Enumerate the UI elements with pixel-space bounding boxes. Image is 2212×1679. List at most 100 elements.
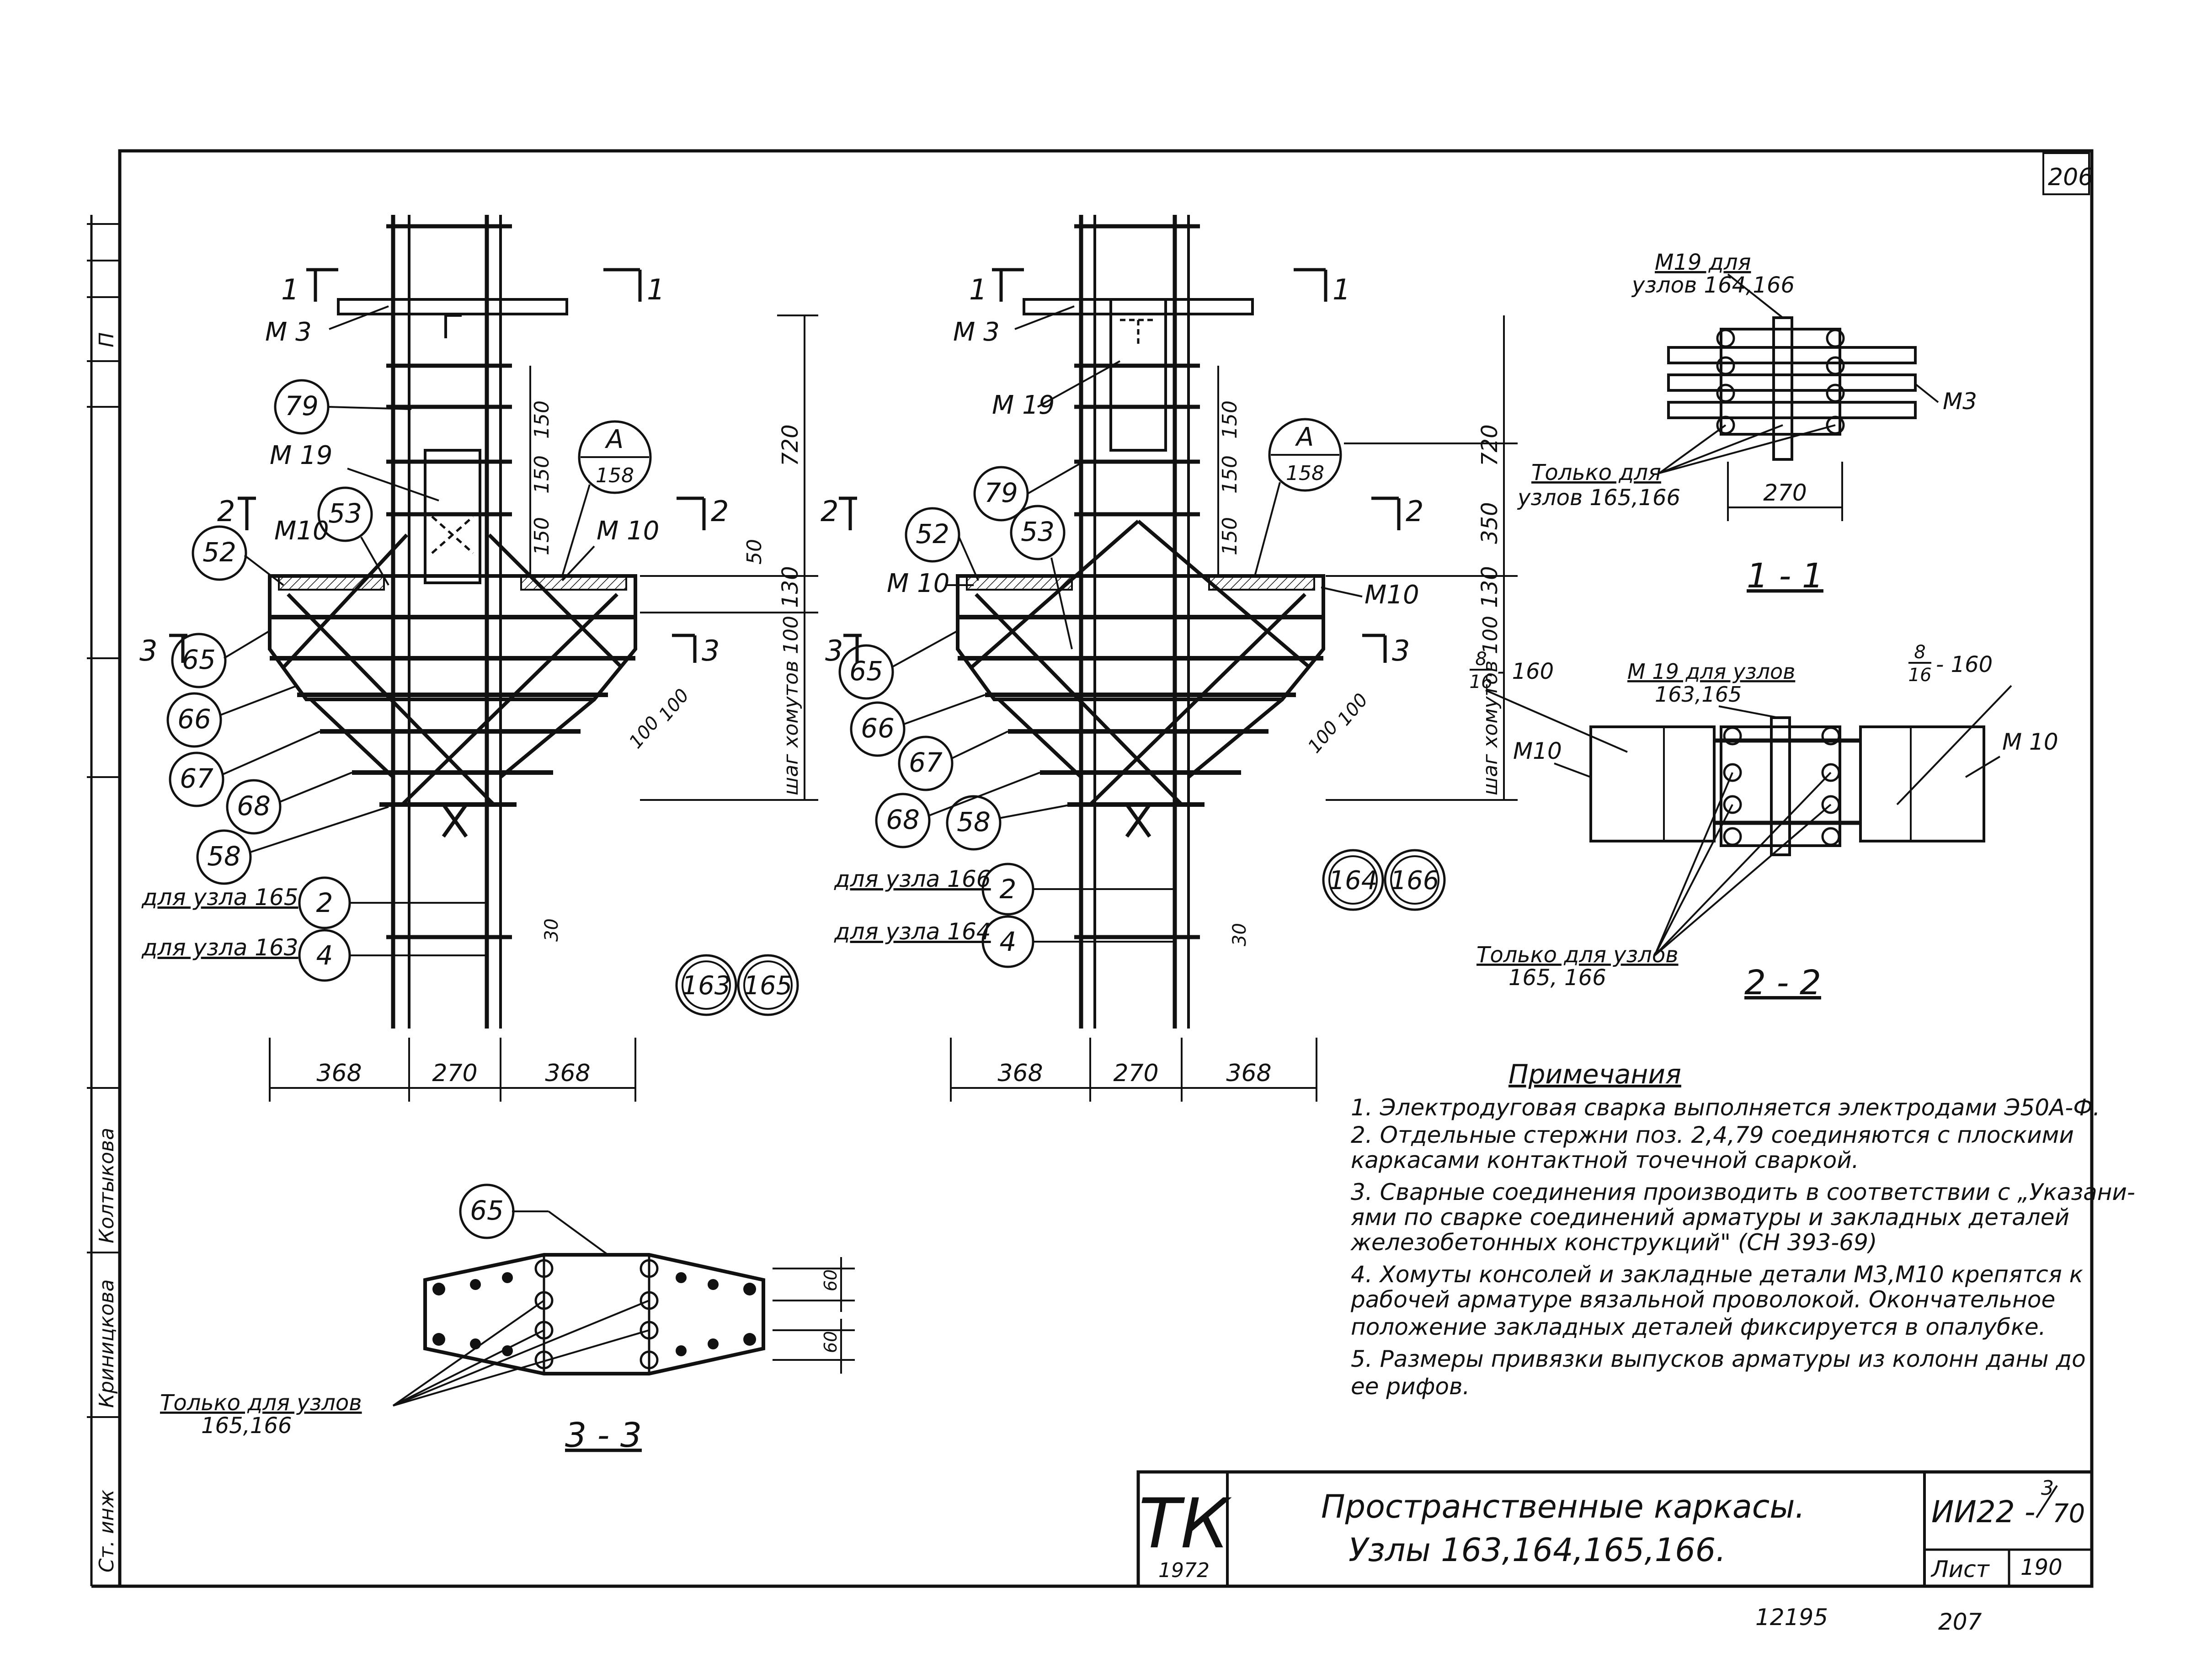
bubble-66: 66: [177, 704, 211, 735]
label-M19: М 19: [992, 390, 1055, 420]
bar4-note: для узла 163: [141, 934, 298, 961]
node-right-drawing: 1 1 2 2 3 3 М 3 М 19 М 10 М10 79 52 53 6…: [821, 215, 1518, 1102]
side-label-p: П: [95, 332, 118, 347]
note-line-4: 3. Сварные соединения производить в соот…: [1351, 1179, 2135, 1205]
sec-mark-1b: 1: [647, 273, 665, 306]
sec2-m19-line2: 163,165: [1655, 682, 1742, 707]
label-M10-right: М10: [1365, 580, 1419, 610]
dim-right-720: 720: [1477, 424, 1503, 466]
label-M3: М 3: [265, 317, 312, 347]
note-line-6: железобетонных конструкций" (СН 393-69): [1350, 1229, 1877, 1256]
sec2-only-line1: Только для узлов: [1476, 942, 1679, 968]
bubble-53: 53: [1021, 516, 1055, 547]
sec-mark-2b: 2: [1406, 495, 1423, 528]
sec3-only-line2: 165,166: [201, 1413, 292, 1439]
sec1-m19-line2: узлов 164,166: [1631, 272, 1795, 298]
section-2-2: М 19 для узлов 163,165 М10 М 10 8 16 - 1…: [1470, 642, 2058, 1002]
dim-right-50: 50: [743, 539, 766, 565]
section-1-1: М19 для узлов 164,166 М3 Только для узло…: [1517, 250, 1977, 596]
sec-mark-3a: 3: [825, 634, 843, 667]
sec3-dim-1: 60: [821, 1269, 841, 1291]
side-label-row1: Ст. инж: [95, 1489, 118, 1572]
dim-vert-2: 150: [530, 455, 554, 494]
sec-mark-2a: 2: [217, 495, 235, 528]
stamp-year: 1972: [1158, 1559, 1210, 1582]
node-left-drawing: 1 1 2 2 3 3 М 3 М 19 М10 М 10 79 53 52 6…: [139, 215, 818, 1102]
bubble-67: 67: [180, 763, 213, 794]
dim-30: 30: [541, 918, 562, 942]
sec2-frac-left-top: 8: [1475, 649, 1487, 670]
label-M10-right: М 10: [597, 516, 659, 546]
sec3-only-line1: Только для узлов: [160, 1390, 362, 1416]
sec2-frac-left-val: - 160: [1497, 659, 1554, 684]
dim-right-step: шаг хомутов 100: [779, 616, 803, 795]
bubble-79: 79: [285, 390, 319, 421]
bottom-number-right: 207: [1938, 1609, 1982, 1635]
sec-mark-3a: 3: [139, 634, 157, 667]
dim-right-130: 130: [778, 566, 803, 608]
note-line-8: рабочей арматуре вязальной проволокой. О…: [1350, 1286, 2055, 1313]
dim-diag-1: 100: [625, 712, 663, 752]
note-line-9: положение закладных деталей фиксируется …: [1351, 1314, 2046, 1340]
bubble-65: 65: [182, 644, 216, 675]
note-line-7: 4. Хомуты консолей и закладные детали М3…: [1351, 1261, 2083, 1288]
dim-right-step: шаг хомутов 100: [1479, 616, 1502, 795]
label-M10-left: М 10: [887, 569, 949, 598]
dim-vert-1: 150: [530, 400, 554, 439]
sec1-m19-line1: М19 для: [1655, 250, 1751, 275]
sec-mark-1b: 1: [1333, 273, 1350, 306]
bubble-58: 58: [207, 841, 241, 872]
sec2-only-line2: 165, 166: [1508, 965, 1606, 991]
sec3-dim-2: 60: [821, 1331, 841, 1353]
dim-bottom-1: 368: [997, 1060, 1043, 1087]
sheet-label: Лист: [1930, 1556, 1990, 1583]
bar2-note: для узла 165: [141, 884, 298, 911]
bubble-68: 68: [237, 790, 271, 821]
sec2-frac-right-bottom: 16: [1908, 665, 1932, 686]
sec3-bubble-65: 65: [470, 1195, 504, 1226]
side-strip: П Ст. инж Криницкова Колтыкова: [87, 223, 120, 1572]
notes-block: Примечания 1. Электродуговая сварка выпо…: [1350, 1059, 2135, 1400]
bottom-number-left: 12195: [1755, 1604, 1828, 1631]
bubble-52: 52: [916, 518, 949, 549]
detail-A-top: А: [605, 425, 624, 454]
detail-A-top: А: [1295, 422, 1314, 452]
sheet-number: 190: [2020, 1555, 2063, 1580]
sec1-m3: М3: [1943, 388, 1977, 415]
dim-vert-1: 150: [1218, 400, 1242, 439]
sec1-dim: 270: [1763, 480, 1807, 506]
sec-mark-3b: 3: [702, 634, 720, 667]
bubble-65: 65: [849, 656, 883, 687]
sec-mark-1a: 1: [281, 273, 299, 306]
dim-vert-3: 150: [1218, 517, 1242, 555]
note-line-2: 2. Отдельные стержни поз. 2,4,79 соединя…: [1351, 1122, 2074, 1148]
code-frac-bottom: 70: [2052, 1499, 2085, 1529]
bar2-bubble: 2: [1000, 874, 1017, 905]
dim-bottom-1: 368: [316, 1060, 362, 1087]
note-line-5: ями по сварке соединений арматуры и закл…: [1351, 1204, 2069, 1231]
bar2-note: для узла 166: [834, 866, 991, 892]
dim-30: 30: [1229, 923, 1250, 946]
label-M3: М 3: [953, 317, 1000, 347]
bar4-bubble: 4: [1000, 926, 1017, 957]
node-id-165: 165: [744, 971, 793, 1001]
bubble-67: 67: [909, 747, 943, 778]
dim-bottom-3: 368: [1226, 1060, 1271, 1087]
dim-bottom-3: 368: [545, 1060, 590, 1087]
detail-A-bottom: 158: [1286, 462, 1324, 485]
note-line-3: каркасами контактной точечной сваркой.: [1351, 1147, 1859, 1173]
notes-title: Примечания: [1508, 1059, 1681, 1090]
bubble-68: 68: [886, 804, 920, 835]
dim-diag-2: 100: [655, 685, 693, 725]
sec2-frac-right-top: 8: [1914, 642, 1925, 663]
dim-bottom-2: 270: [432, 1060, 477, 1087]
node-id-163: 163: [682, 971, 731, 1001]
bubbles-left: 79 53 52 65 66 67 68 58: [166, 379, 412, 885]
dim-vert-2: 150: [1218, 455, 1242, 494]
bar4-note: для узла 164: [834, 918, 991, 945]
dim-diag-1: 100: [1304, 717, 1342, 757]
sec2-m19-line1: М 19 для узлов: [1627, 659, 1795, 684]
node-id-166: 166: [1391, 866, 1439, 895]
sec2-frac-right-val: - 160: [1936, 652, 1993, 677]
